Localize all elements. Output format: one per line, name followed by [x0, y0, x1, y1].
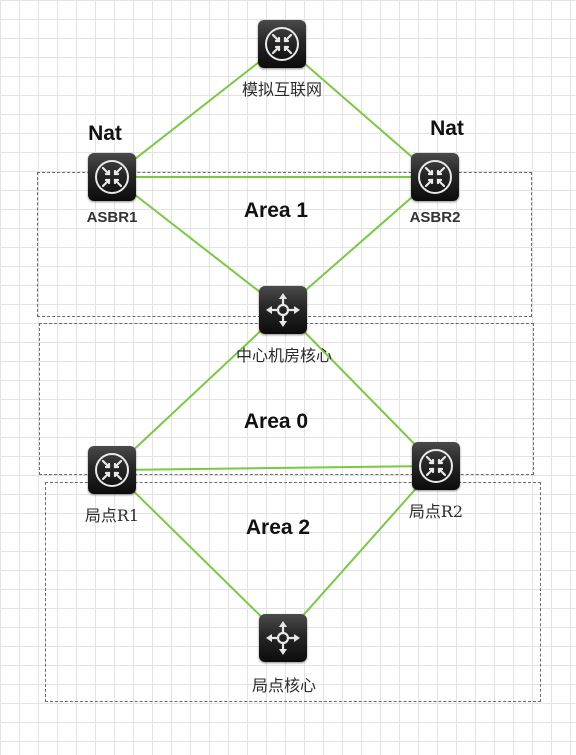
link-internet-asbr2	[281, 43, 436, 178]
switch-icon	[266, 621, 300, 655]
router-icon	[95, 453, 129, 487]
asbr2-router[interactable]	[411, 153, 459, 201]
center-core-label: 中心机房核心	[235, 346, 333, 365]
asbr1-label: ASBR1	[86, 209, 138, 226]
nat-label-asbr1: Nat	[88, 122, 122, 145]
nat-label-asbr2: Nat	[430, 117, 464, 140]
asbr2-label: ASBR2	[409, 209, 461, 226]
site-core-label: 局点核心	[251, 676, 317, 695]
link-r1-site_core	[111, 469, 284, 639]
link-internet-asbr1	[111, 43, 283, 178]
router-icon	[418, 160, 452, 194]
area-2-box	[45, 482, 541, 702]
asbr1-router[interactable]	[88, 153, 136, 201]
site-core-switch[interactable]	[259, 614, 307, 662]
link-asbr1-center	[111, 176, 284, 311]
link-r1-r2	[111, 465, 437, 471]
area-2-title: Area 2	[245, 516, 311, 539]
site-r2-label: 局点R2	[408, 502, 464, 521]
link-center-r2	[282, 309, 437, 467]
area-0-title: Area 0	[243, 410, 309, 433]
link-center-r1	[111, 309, 284, 471]
router-icon	[419, 449, 453, 483]
site-r1-label: 局点R1	[84, 506, 140, 525]
site-r2-router[interactable]	[412, 442, 460, 490]
site-r1-router[interactable]	[88, 446, 136, 494]
link-asbr2-center	[282, 176, 436, 311]
center-core-switch[interactable]	[259, 286, 307, 334]
router-icon	[95, 160, 129, 194]
link-r2-site_core	[282, 465, 437, 639]
internet-label: 模拟互联网	[241, 80, 323, 99]
router-icon	[265, 27, 299, 61]
area-1-title: Area 1	[243, 199, 309, 222]
internet-router[interactable]	[258, 20, 306, 68]
switch-icon	[266, 293, 300, 327]
